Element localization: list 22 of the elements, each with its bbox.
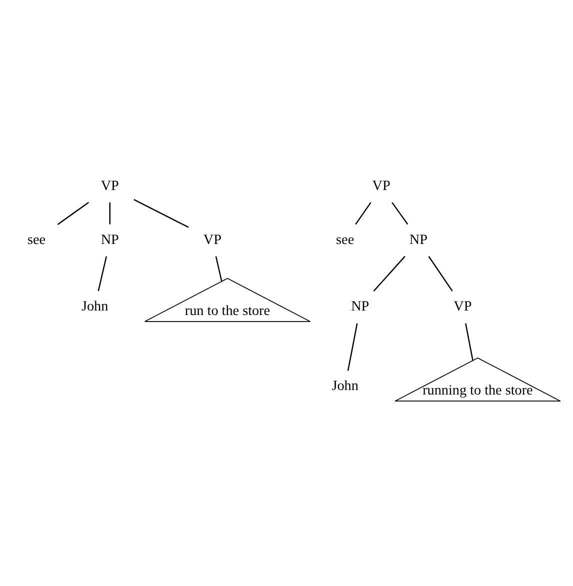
connector — [109, 202, 110, 224]
node-text: VP — [203, 232, 222, 248]
node-text: NP — [351, 298, 370, 315]
node-text: VP — [454, 298, 472, 315]
connector — [57, 202, 89, 225]
connector — [465, 323, 474, 361]
connector — [98, 256, 107, 292]
node-text: VP — [100, 178, 119, 194]
connector — [347, 323, 358, 371]
connector — [134, 199, 189, 228]
node-text: VP — [372, 178, 390, 194]
connector — [373, 256, 406, 292]
node-text: see — [27, 232, 46, 248]
connector — [355, 202, 372, 225]
node-text: NP — [100, 232, 119, 248]
connector — [215, 256, 222, 282]
connector — [392, 202, 408, 225]
node-text: see — [336, 232, 354, 248]
connector — [428, 256, 453, 292]
node-text: John — [332, 378, 358, 394]
node-text: John — [82, 298, 108, 315]
node-text: NP — [409, 232, 428, 248]
